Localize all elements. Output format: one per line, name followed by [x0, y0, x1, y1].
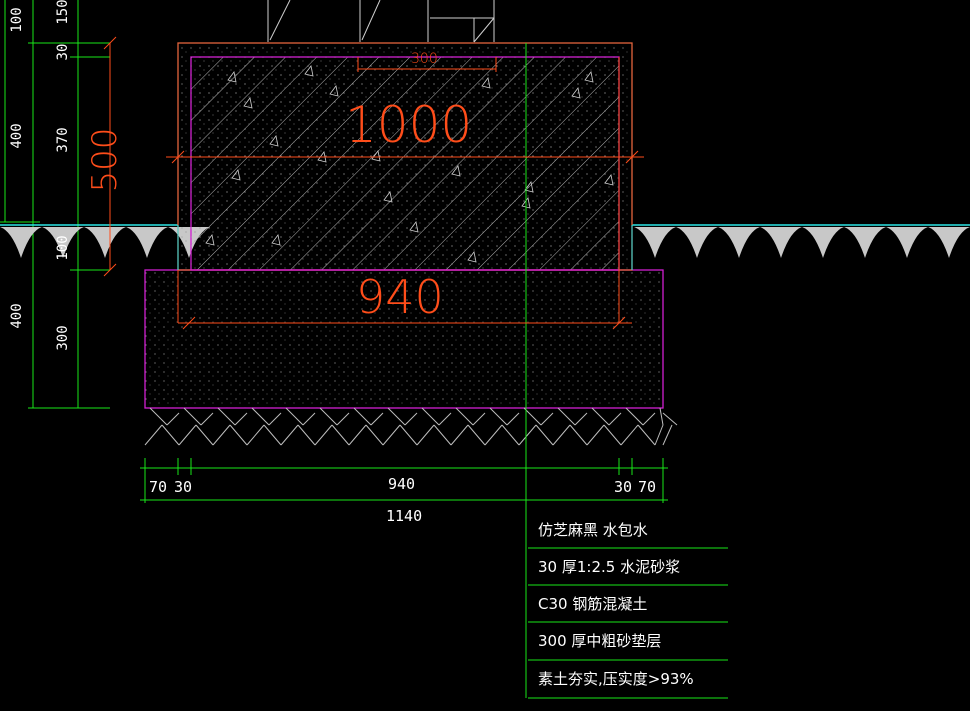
aggregate-mark [409, 221, 419, 233]
left-inner-dim-3: 370 [55, 127, 71, 153]
aggregate-mark [584, 71, 594, 83]
legend-item-stone: 仿芝麻黑 水包水 [538, 521, 648, 539]
sand-cushion-layer [144, 269, 664, 409]
ground-bump [844, 227, 886, 258]
aggregate-mark [271, 234, 281, 246]
left-inner-dim-2: 30 [55, 43, 71, 61]
bottom-dim-total: 1140 [386, 507, 423, 525]
aggregate-mark [383, 191, 393, 203]
ground-bump [634, 227, 676, 258]
aggregate-mark [269, 135, 279, 147]
aggregate-mark [231, 169, 241, 181]
dimension-top-width: 1000 [345, 96, 473, 154]
ground-bump [760, 227, 802, 258]
aggregate-mark [524, 181, 534, 193]
left-outer-dim-3: 400 [9, 303, 25, 329]
aggregate-mark [467, 251, 477, 263]
ground-bump [84, 227, 126, 258]
ground-bump [718, 227, 760, 258]
ground-bump [0, 227, 42, 258]
aggregate-mark [481, 77, 491, 89]
left-inner-dim-4: 100 [55, 235, 71, 261]
ground-bump [42, 227, 84, 258]
bottom-dim-30-right: 30 [614, 478, 633, 496]
bottom-dim-70-left: 70 [149, 478, 168, 496]
aggregate-marks [205, 65, 614, 263]
left-outer-dim-1: 100 [9, 7, 25, 33]
dimension-base-width: 940 [356, 270, 444, 324]
aggregate-mark [571, 87, 581, 99]
ground-bump [886, 227, 928, 258]
legend-item-concrete: C30 钢筋混凝土 [538, 595, 648, 613]
aggregate-mark [227, 71, 237, 83]
bottom-dim-70-right: 70 [638, 478, 657, 496]
top-object [267, 0, 495, 43]
aggregate-mark [243, 97, 253, 109]
left-outer-dim-2: 400 [9, 123, 25, 149]
aggregate-mark [371, 150, 381, 162]
ground-bump [676, 227, 718, 258]
ground-bump [928, 227, 970, 258]
left-dimension-chain [0, 0, 110, 409]
legend-item-sand: 300 厚中粗砂垫层 [538, 632, 662, 650]
bottom-dim-30-left: 30 [174, 478, 193, 496]
compacted-soil [144, 407, 678, 446]
orange-dimensions [103, 36, 644, 330]
legend-item-soil: 素土夯实,压实度>93% [538, 670, 694, 688]
dimension-small-width: 300 [411, 51, 438, 67]
aggregate-mark [604, 174, 614, 186]
legend-item-mortar: 30 厚1:2.5 水泥砂浆 [538, 558, 681, 576]
left-inner-dim-1: 150 [55, 0, 71, 25]
dimension-slab-height: 500 [85, 127, 125, 193]
ground-bump [802, 227, 844, 258]
aggregate-mark [304, 65, 314, 77]
left-inner-dim-5: 300 [55, 325, 71, 351]
bottom-dim-940: 940 [388, 475, 416, 493]
aggregate-mark [451, 165, 461, 177]
ground-bump [126, 227, 168, 258]
aggregate-mark [205, 234, 215, 246]
legend-table [528, 547, 728, 699]
bottom-dimension-chain [140, 458, 668, 503]
aggregate-mark [329, 85, 339, 97]
